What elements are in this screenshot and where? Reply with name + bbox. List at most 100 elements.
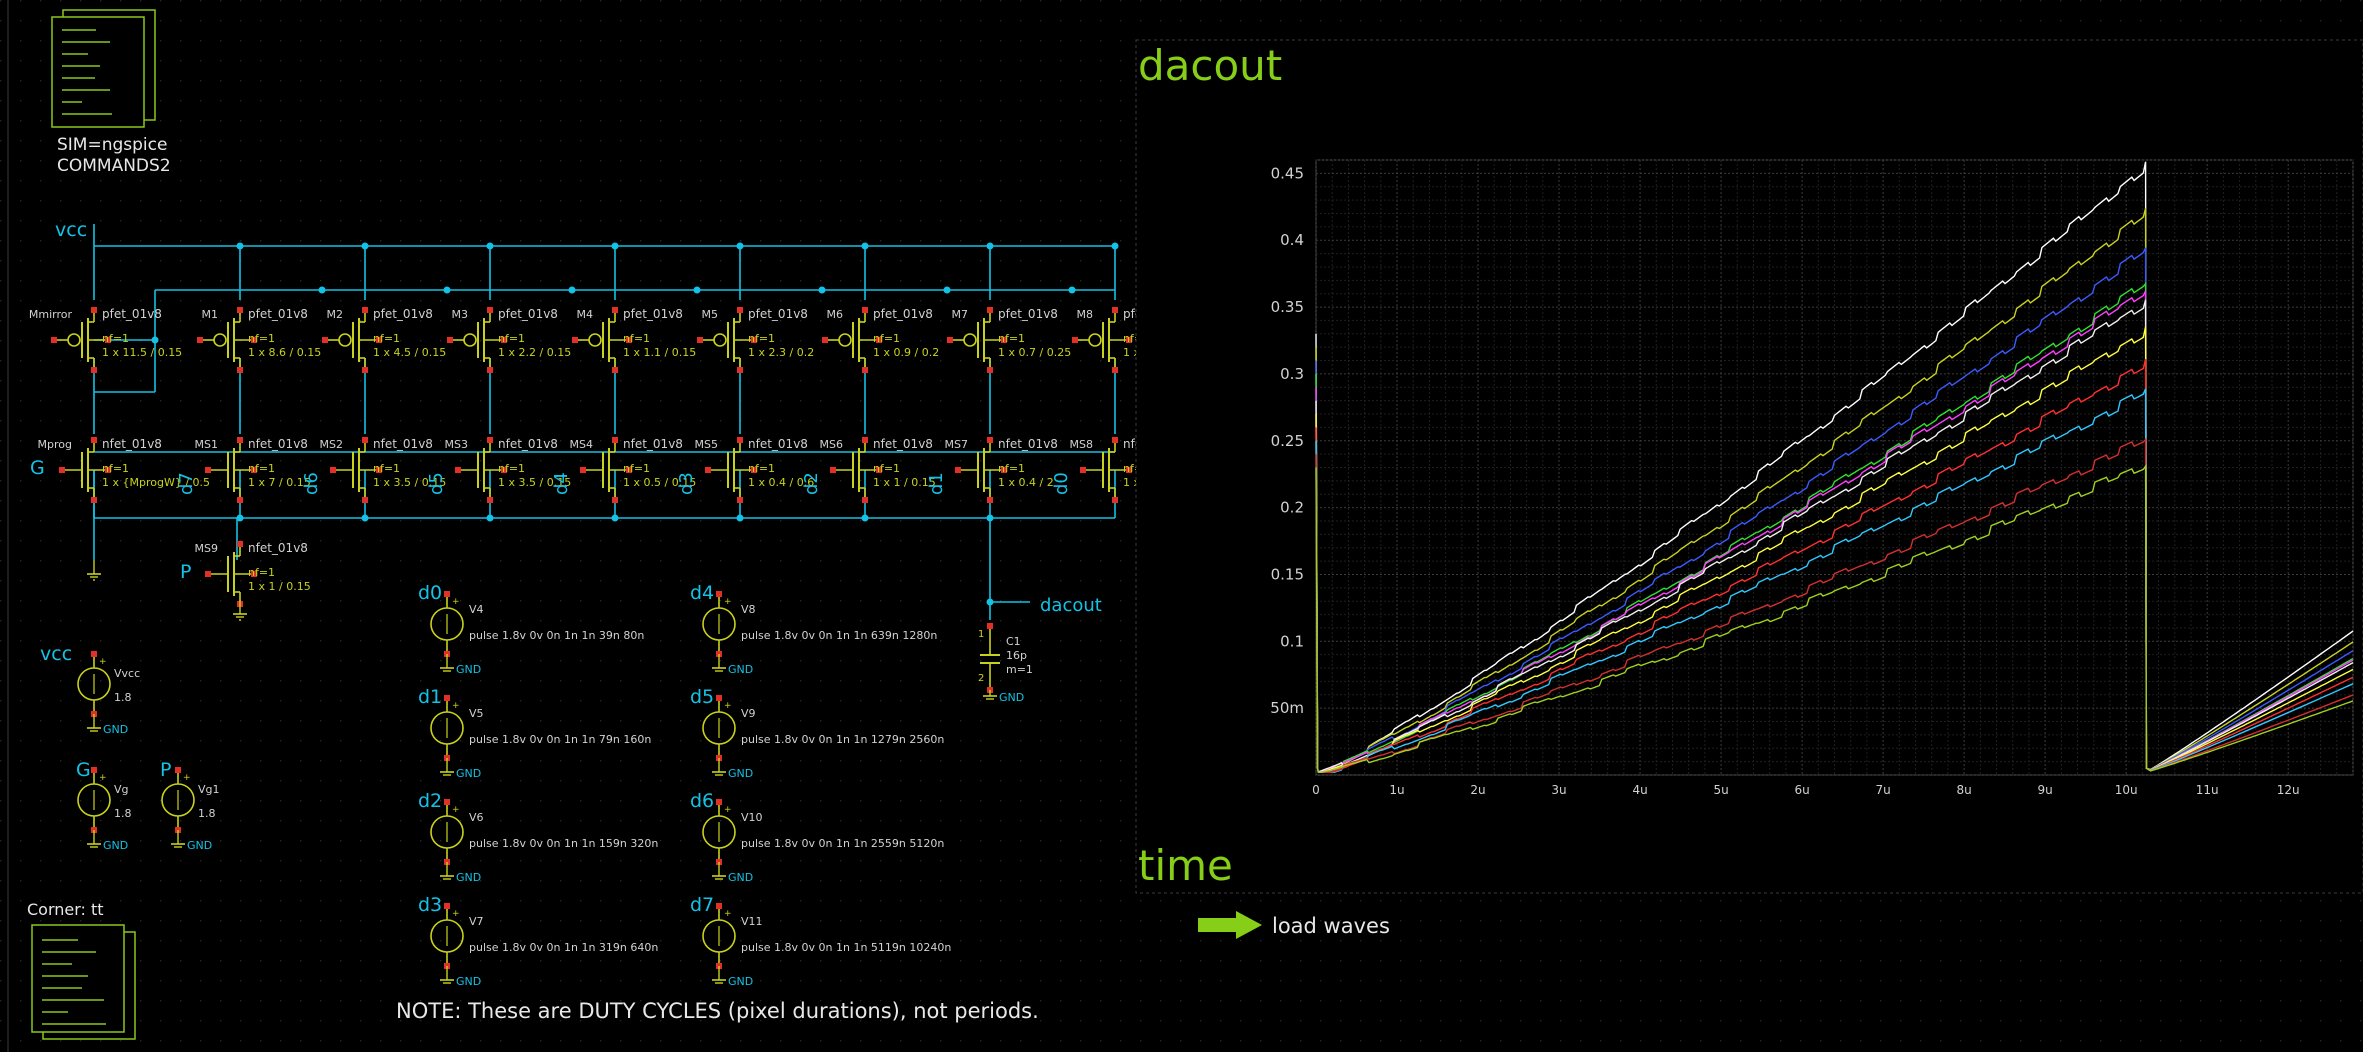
net-label-g[interactable]: G	[30, 457, 45, 479]
ground-symbol[interactable]: GND	[712, 966, 753, 988]
net-label-dacout[interactable]: dacout	[1040, 595, 1102, 616]
device-model: nfet_01v8	[873, 437, 933, 451]
ground-symbol[interactable]	[87, 560, 101, 581]
series-line[interactable]	[1315, 326, 2354, 773]
junction-dot	[1068, 286, 1076, 294]
series-line[interactable]	[1315, 388, 2354, 773]
device-model: pfet_01v8	[998, 307, 1058, 321]
load-waves-button[interactable]: load waves	[1198, 911, 1390, 939]
device-name: M6	[827, 308, 844, 321]
device-nf: nf=1	[498, 462, 525, 475]
corner-doc-icon[interactable]	[31, 924, 136, 1040]
pin	[91, 767, 97, 773]
gate-net-label-d6[interactable]: d6	[301, 472, 322, 495]
y-tick-label: 0.1	[1280, 632, 1304, 650]
series-line[interactable]	[1315, 437, 2354, 773]
series-line[interactable]	[1315, 359, 2354, 773]
pin	[987, 497, 993, 503]
ground-symbol[interactable]	[233, 600, 247, 621]
gate-net-label-d4[interactable]: d4	[551, 472, 572, 495]
graph-signal-label[interactable]: dacout	[1138, 41, 1282, 90]
plus-sign: +	[99, 773, 107, 783]
junction-dot	[236, 514, 244, 522]
net-label-p[interactable]: P	[180, 561, 191, 583]
device-name: M5	[702, 308, 719, 321]
ground-symbol[interactable]: GND	[440, 862, 481, 884]
pin	[362, 367, 368, 373]
graph-frame[interactable]	[1135, 39, 2363, 894]
net-label-vcc[interactable]: vcc	[55, 219, 87, 241]
gate-net-label-d2[interactable]: d2	[801, 472, 822, 495]
gate-net-label-d3[interactable]: d3	[676, 472, 697, 495]
ground-symbol[interactable]: GND	[440, 758, 481, 780]
device-nf: nf=1	[873, 462, 900, 475]
gate-net-label-d0[interactable]: d0	[1051, 472, 1072, 495]
series-line[interactable]	[1315, 281, 2354, 773]
series-line[interactable]	[1315, 161, 2354, 773]
series-line[interactable]	[1315, 208, 2354, 773]
pin	[487, 307, 493, 313]
ground-symbol[interactable]: GND	[87, 830, 128, 852]
ground-symbol[interactable]: GND	[983, 690, 1024, 704]
ground-symbol[interactable]: GND	[171, 830, 212, 852]
device-nf: nf=1	[248, 566, 275, 579]
graph-xaxis-label[interactable]: time	[1138, 841, 1233, 890]
device-name: M1	[202, 308, 219, 321]
supply-name: Vg1	[198, 783, 220, 796]
device-size: 1 x 3.5 / 0.15	[373, 476, 446, 489]
ground-symbol[interactable]: GND	[712, 862, 753, 884]
pulse-name: V5	[469, 707, 484, 720]
junction-dot	[486, 242, 494, 250]
gate-net-label-d5[interactable]: d5	[426, 472, 447, 495]
device-nf: nf=1	[248, 332, 275, 345]
ground-symbol[interactable]: GND	[87, 714, 128, 736]
gnd-label: GND	[456, 663, 481, 676]
ground-symbol[interactable]: GND	[440, 966, 481, 988]
load-waves-arrow-icon	[1198, 911, 1262, 939]
sim-doc-icon[interactable]	[51, 9, 156, 128]
series-line[interactable]	[1315, 247, 2354, 773]
series-line[interactable]	[1315, 464, 2354, 773]
junction-dot	[861, 242, 869, 250]
gate-net-label-d7[interactable]: d7	[176, 472, 197, 495]
ground-symbol[interactable]: GND	[712, 654, 753, 676]
device-name: MS7	[945, 438, 968, 451]
y-tick-label: 0.25	[1271, 432, 1304, 450]
series-line[interactable]	[1315, 299, 2354, 773]
gate-net-label-d1[interactable]: d1	[926, 472, 947, 495]
ground-symbol[interactable]: GND	[440, 654, 481, 676]
ground-symbol[interactable]: GND	[712, 758, 753, 780]
